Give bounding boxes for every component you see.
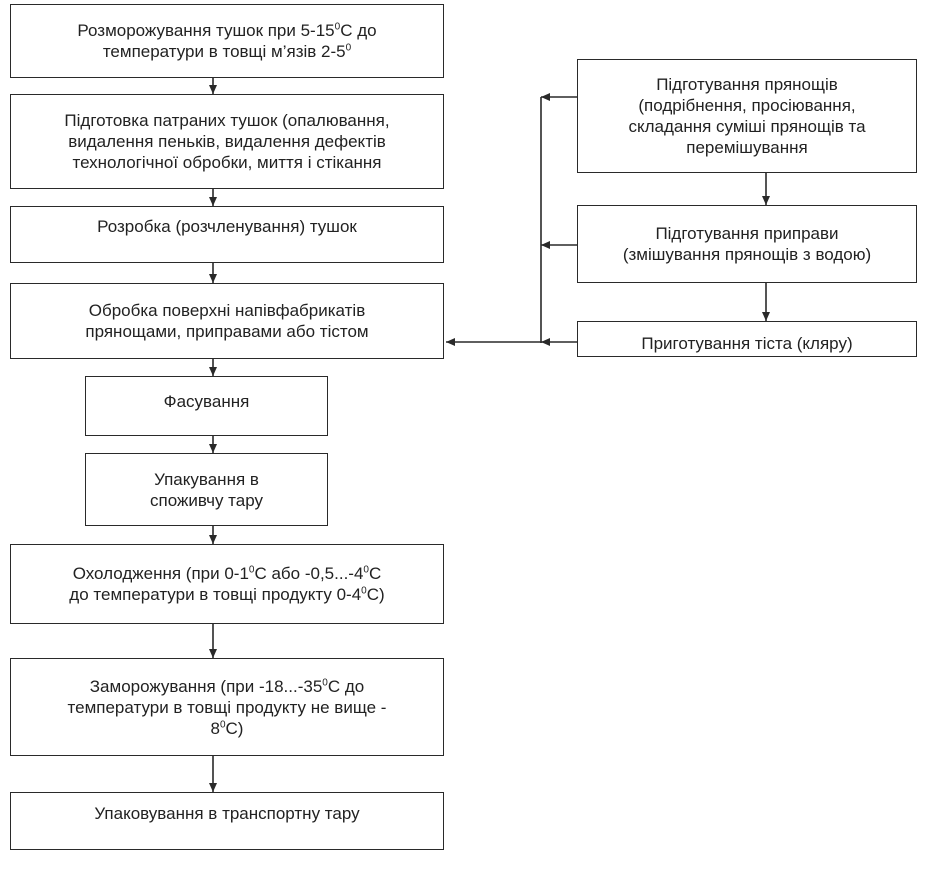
step-surface-treatment: Обробка поверхні напівфабрикатів пряноща… — [10, 283, 444, 359]
step-cutting: Розробка (розчленування) тушок — [10, 206, 444, 263]
step-thawing-label: Розморожування тушок при 5-150С до темпе… — [77, 21, 377, 61]
side-batter-preparation: Приготування тіста (кляру) — [577, 321, 917, 357]
side-spices-preparation-label: Підготування прянощів (подрібнення, прос… — [628, 75, 866, 157]
step-carcass-preparation-label: Підготовка патраних тушок (опалювання, в… — [64, 111, 390, 172]
step-cooling-label: Охолодження (при 0-10С або -0,5...-40С д… — [69, 564, 385, 604]
step-cutting-label: Розробка (розчленування) тушок — [97, 217, 357, 236]
step-freezing: Заморожування (при -18...-350С до темпер… — [10, 658, 444, 756]
step-thawing: Розморожування тушок при 5-150С до темпе… — [10, 4, 444, 78]
step-freezing-label: Заморожування (при -18...-350С до темпер… — [67, 676, 387, 738]
step-consumer-packaging-label: Упакування в споживчу тару — [150, 469, 263, 510]
side-batter-preparation-label: Приготування тіста (кляру) — [641, 333, 853, 353]
side-spices-preparation: Підготування прянощів (подрібнення, прос… — [577, 59, 917, 173]
step-portioning-label: Фасування — [163, 392, 250, 411]
step-cooling: Охолодження (при 0-10С або -0,5...-40С д… — [10, 544, 444, 624]
side-seasoning-preparation-label: Підготування приправи (змішування прянощ… — [622, 224, 872, 264]
step-surface-treatment-label: Обробка поверхні напівфабрикатів пряноща… — [85, 301, 369, 341]
side-seasoning-preparation: Підготування приправи (змішування прянощ… — [577, 205, 917, 283]
step-consumer-packaging: Упакування в споживчу тару — [85, 453, 328, 526]
step-transport-packaging-label: Упаковування в транспортну тару — [94, 804, 360, 823]
step-transport-packaging: Упаковування в транспортну тару — [10, 792, 444, 850]
step-carcass-preparation: Підготовка патраних тушок (опалювання, в… — [10, 94, 444, 189]
step-portioning: Фасування — [85, 376, 328, 436]
